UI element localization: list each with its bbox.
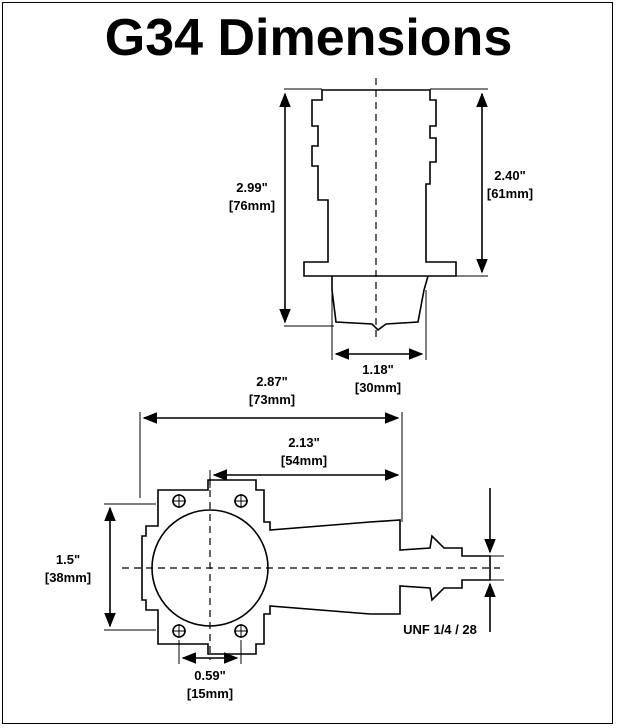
mount-body-outline: [141, 479, 491, 655]
mount-height-imperial: 1.5": [56, 552, 80, 567]
mount-height-metric: [38mm]: [45, 570, 91, 585]
length-shaft-metric: [54mm]: [281, 453, 327, 468]
page-title: G34 Dimensions: [104, 9, 513, 67]
bolt-hole: [172, 494, 186, 508]
height-body-imperial: 2.40": [494, 168, 525, 183]
bolt-hole: [172, 624, 186, 638]
height-total-metric: [76mm]: [229, 198, 275, 213]
top-view: [104, 412, 504, 664]
base-width-imperial: 1.18": [362, 362, 393, 377]
length-total-metric: [73mm]: [249, 392, 295, 407]
bolt-spacing-imperial: 0.59": [194, 668, 225, 683]
height-body-metric: [61mm]: [487, 186, 533, 201]
bolt-hole: [234, 494, 248, 508]
base-width-metric: [30mm]: [355, 380, 401, 395]
side-view: [279, 78, 488, 360]
bolt-spacing-metric: [15mm]: [187, 686, 233, 701]
height-total-imperial: 2.99": [236, 180, 267, 195]
thread-spec: UNF 1/4 / 28: [403, 622, 477, 637]
length-shaft-imperial: 2.13": [288, 435, 319, 450]
crankcase-outline: [331, 275, 429, 332]
crankcase-circle: [151, 509, 269, 627]
cylinder-outline: [303, 89, 457, 277]
bolt-hole: [234, 624, 248, 638]
length-total-imperial: 2.87": [256, 374, 287, 389]
